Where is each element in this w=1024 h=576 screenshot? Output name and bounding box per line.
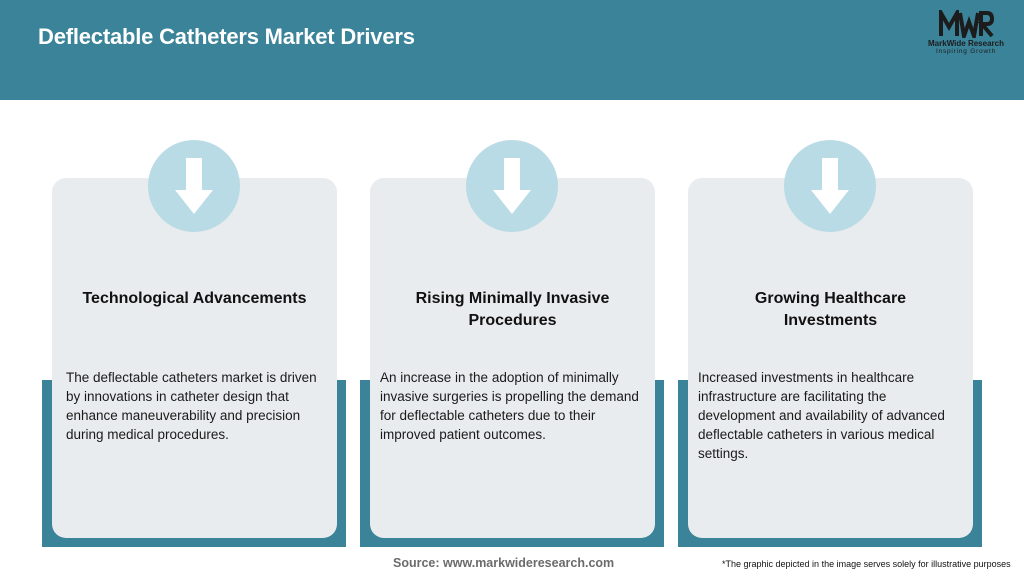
card-title: Growing Healthcare Investments	[754, 290, 907, 329]
card-body: Growing Healthcare Investments Increased…	[688, 178, 973, 538]
company-logo: MarkWide Research Inspiring Growth	[918, 10, 1014, 62]
source-credit: Source: www.markwideresearch.com	[393, 556, 615, 570]
driver-card: Technological Advancements The deflectab…	[42, 140, 352, 550]
card-description: An increase in the adoption of minimally…	[380, 370, 639, 442]
icon-circle	[784, 140, 876, 232]
arrow-down-icon	[811, 158, 849, 214]
header-banner: Deflectable Catheters Market Drivers Mar…	[0, 0, 1024, 100]
driver-card: Rising Minimally Invasive Procedures An …	[360, 140, 670, 550]
card-title: Technological Advancements	[82, 290, 307, 307]
card-description: Increased investments in healthcare infr…	[698, 370, 945, 461]
card-body: Technological Advancements The deflectab…	[52, 178, 337, 538]
card-body: Rising Minimally Invasive Procedures An …	[370, 178, 655, 538]
driver-card: Growing Healthcare Investments Increased…	[678, 140, 988, 550]
icon-circle	[466, 140, 558, 232]
card-title: Rising Minimally Invasive Procedures	[415, 290, 610, 329]
arrow-down-icon	[493, 158, 531, 214]
mwr-logo-icon	[939, 10, 994, 38]
logo-company-name: MarkWide Research	[928, 39, 1004, 48]
logo-tagline: Inspiring Growth	[935, 48, 997, 55]
card-description: The deflectable catheters market is driv…	[66, 370, 317, 442]
arrow-down-icon	[175, 158, 213, 214]
page-title: Deflectable Catheters Market Drivers	[38, 24, 415, 49]
disclaimer-note: *The graphic depicted in the image serve…	[722, 559, 1011, 569]
icon-circle	[148, 140, 240, 232]
